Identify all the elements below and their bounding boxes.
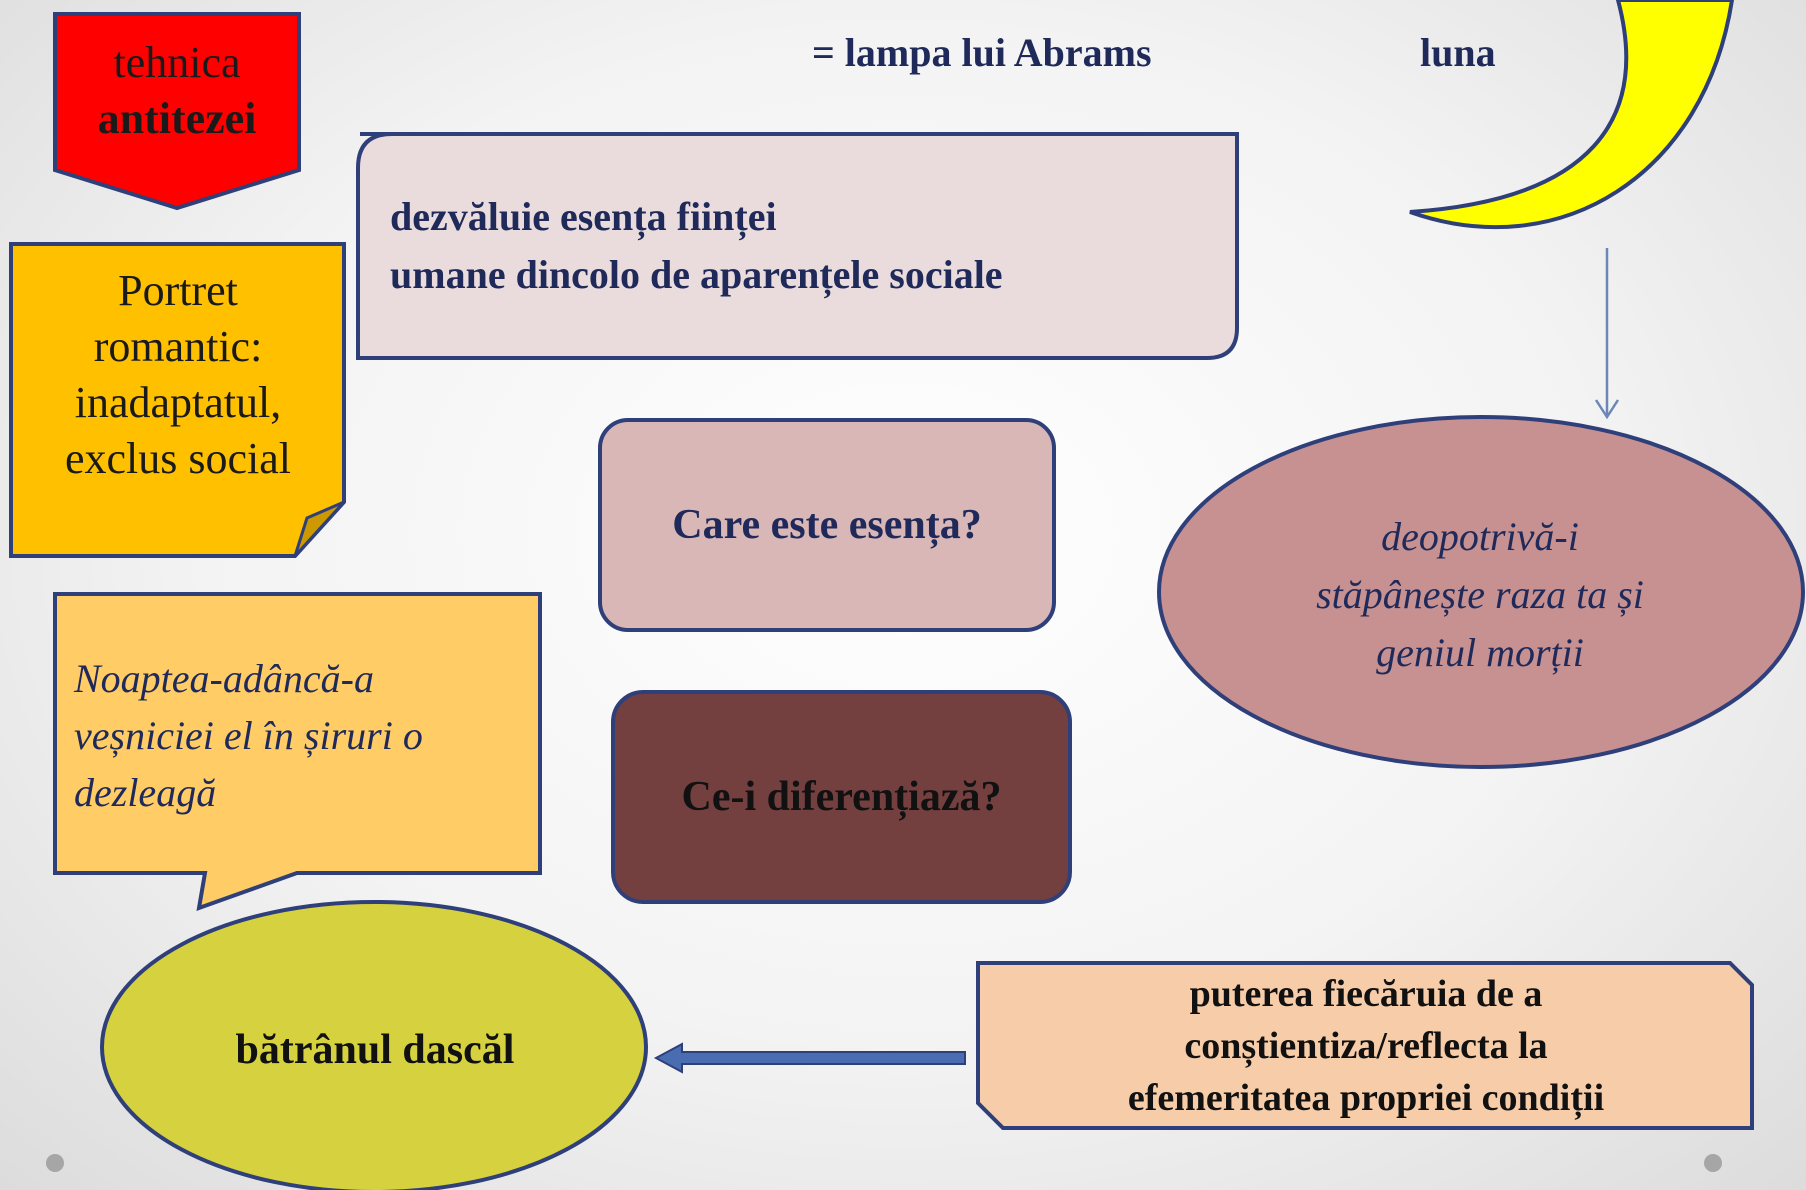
luna-quote-oval xyxy=(1157,415,1805,769)
luna-label: luna xyxy=(1420,29,1496,75)
puterea-box-shape xyxy=(976,961,1754,1130)
moon-arrow-head xyxy=(1594,399,1620,420)
portret-line-2: romantic: xyxy=(93,322,263,371)
noaptea-quote-text: Noaptea-adâncă-a veșniciei el în șiruri … xyxy=(74,650,534,820)
luna-quote-line-1: deopotrivă-i xyxy=(1381,514,1579,559)
portret-note-text: Portret romantic: inadaptatul, exclus so… xyxy=(20,260,336,490)
portret-line-3: inadaptatul, xyxy=(74,378,282,427)
luna-quote-line-3: geniul morții xyxy=(1376,630,1584,675)
noaptea-line-1: Noaptea-adâncă-a xyxy=(74,655,374,701)
portret-note-fold xyxy=(293,500,346,558)
noaptea-line-3: dezleagă xyxy=(74,769,217,815)
puterea-line-2: conștientiza/reflecta la xyxy=(1184,1025,1548,1067)
corner-dot-left xyxy=(46,1154,64,1172)
corner-dot-right xyxy=(1704,1154,1722,1172)
esenta-box-shape xyxy=(356,132,1239,360)
antitezei-line: antitezei xyxy=(97,94,257,143)
puterea-line-3: efemeritatea propriei condiții xyxy=(1127,1077,1605,1119)
ce-diferentiaza-label: Ce-i diferențiază? xyxy=(681,774,1002,820)
esenta-line-2: umane dincolo de aparențele sociale xyxy=(390,252,1003,297)
tehnica-antitezei-shape xyxy=(53,12,301,211)
lampa-abrams-label: = lampa lui Abrams xyxy=(812,29,1152,75)
esenta-box-text: dezvăluie esența ființei umane dincolo d… xyxy=(390,186,1230,306)
noaptea-callout-shape xyxy=(53,592,542,912)
moon-icon xyxy=(1409,0,1735,229)
luna-quote-text: deopotrivă-i stăpânește raza ta și geniu… xyxy=(1220,500,1740,690)
puterea-text: puterea fiecăruia de a conștientiza/refl… xyxy=(990,966,1742,1126)
puterea-to-batranul-arrow xyxy=(653,1042,966,1074)
tehnica-antitezei-label: tehnica antitezei xyxy=(55,26,299,156)
care-este-label: Care este esența? xyxy=(672,502,982,548)
puterea-line-1: puterea fiecăruia de a xyxy=(1189,973,1543,1015)
luna-quote-line-2: stăpânește raza ta și xyxy=(1316,572,1644,617)
portret-line-4: exclus social xyxy=(64,434,292,483)
noaptea-line-2: veșniciei el în șiruri o xyxy=(74,712,423,758)
ce-diferentiaza-box-shape xyxy=(611,690,1072,904)
care-este-box-shape xyxy=(598,418,1056,632)
esenta-line-1: dezvăluie esența ființei xyxy=(390,194,777,239)
portret-line-1: Portret xyxy=(118,266,238,315)
batranul-oval xyxy=(100,900,648,1190)
tehnica-line: tehnica xyxy=(113,38,241,87)
batranul-label: bătrânul dascăl xyxy=(235,1027,515,1073)
